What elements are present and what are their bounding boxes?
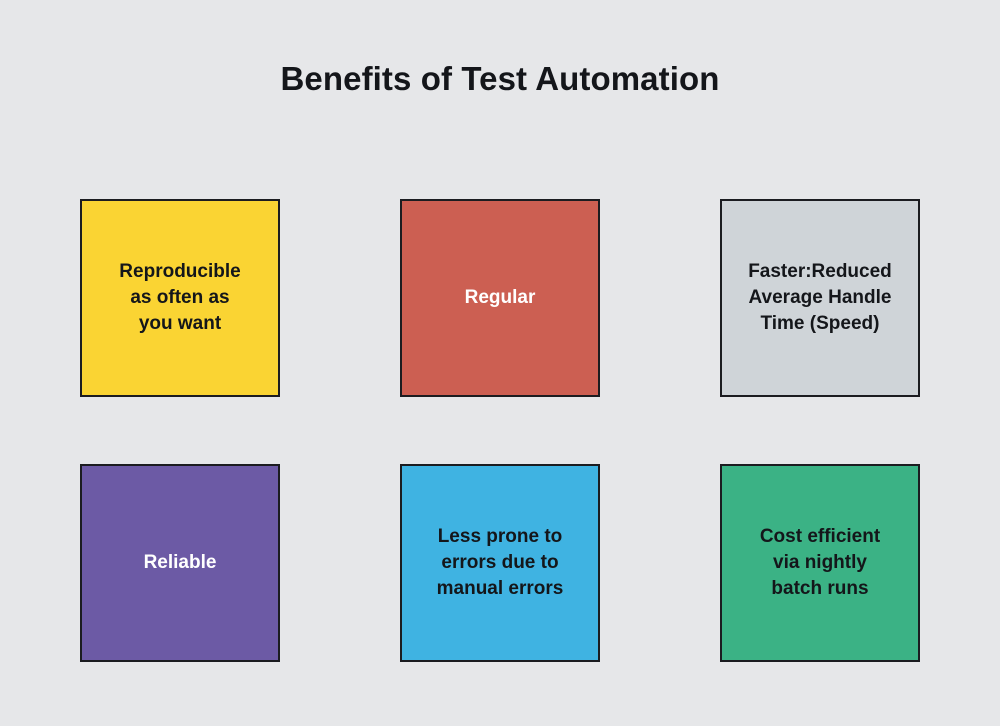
card-label-less-prone-to-errors: Less prone to errors due to manual error… bbox=[436, 526, 564, 599]
card-faster[interactable]: Faster:Reduced Average Handle Time (Spee… bbox=[720, 199, 920, 397]
card-less-prone-to-errors[interactable]: Less prone to errors due to manual error… bbox=[400, 464, 600, 662]
card-regular[interactable]: Regular bbox=[400, 199, 600, 397]
card-cost-efficient[interactable]: Cost efficient via nightly batch runs bbox=[720, 464, 920, 662]
card-reliable[interactable]: Reliable bbox=[80, 464, 280, 662]
card-label-regular: Regular bbox=[464, 287, 536, 309]
card-label-faster: Faster:Reduced Average Handle Time (Spee… bbox=[748, 261, 892, 334]
card-label-cost-efficient: Cost efficient via nightly batch runs bbox=[759, 526, 881, 599]
card-reproducible[interactable]: Reproducible as often as you want bbox=[80, 199, 280, 397]
benefits-card-grid: Reproducible as often as you want Regula… bbox=[80, 199, 920, 662]
card-label-reliable: Reliable bbox=[143, 552, 217, 574]
card-label-reproducible: Reproducible as often as you want bbox=[119, 261, 241, 334]
page-title: Benefits of Test Automation bbox=[280, 60, 720, 97]
